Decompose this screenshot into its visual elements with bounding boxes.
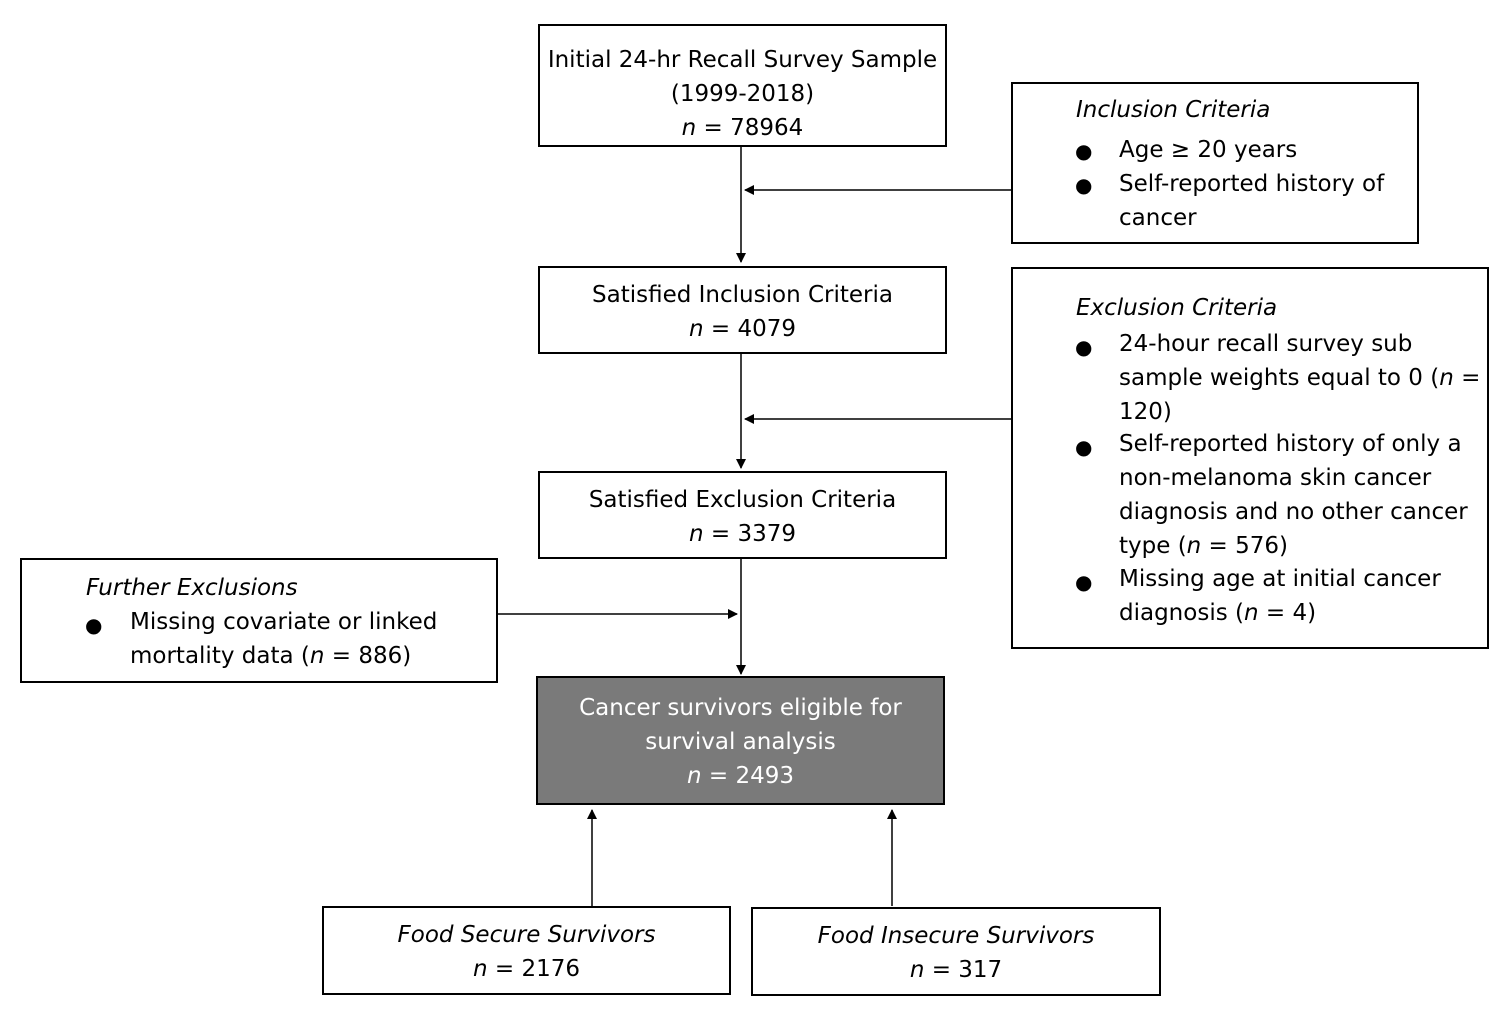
initial-sample-box: Initial 24-hr Recall Survey Sample (1999… [538, 24, 947, 147]
inclusion-criteria-title: Inclusion Criteria [1076, 97, 1271, 123]
food-insecure-title: Food Insecure Survivors [817, 923, 1095, 949]
inclusion-item-2-line-1: Self-reported history of [1119, 171, 1385, 197]
exclusion-item-2-line-3: diagnosis and no other cancer [1119, 499, 1468, 525]
exclusion-criteria-box: Exclusion Criteria ● 24-hour recall surv… [1011, 267, 1489, 649]
exclusion-item-2-line-1: Self-reported history of only a [1119, 431, 1462, 457]
exclusion-item-1-line-2: sample weights equal to 0 (n = [1119, 365, 1481, 391]
satisfied-exclusion-count: n = 3379 [688, 521, 796, 547]
food-insecure-count: n = 317 [909, 957, 1003, 983]
initial-sample-title: Initial 24-hr Recall Survey Sample [547, 47, 938, 73]
exclusion-item-1-line-3: 120) [1119, 399, 1172, 425]
exclusion-bullet-1: ● [1075, 335, 1093, 359]
satisfied-exclusion-box: Satisfied Exclusion Criteria n = 3379 [538, 471, 947, 559]
exclusion-bullet-2: ● [1075, 435, 1093, 459]
inclusion-bullet-1: ● [1075, 139, 1093, 163]
exclusion-item-3-line-1: Missing age at initial cancer [1119, 566, 1441, 592]
satisfied-inclusion-count: n = 4079 [688, 316, 796, 342]
initial-sample-years: (1999-2018) [670, 81, 815, 107]
eligible-survivors-count: n = 2493 [686, 763, 794, 789]
exclusion-item-2-line-2: non-melanoma skin cancer [1119, 465, 1432, 491]
eligible-survivors-line-2: survival analysis [645, 729, 836, 755]
exclusion-item-2-line-4: type (n = 576) [1119, 533, 1289, 559]
food-secure-count: n = 2176 [472, 956, 580, 982]
satisfied-exclusion-title: Satisfied Exclusion Criteria [588, 487, 897, 513]
further-exclusions-line-1: Missing covariate or linked [130, 609, 438, 635]
satisfied-inclusion-title: Satisfied Inclusion Criteria [592, 282, 893, 308]
eligible-survivors-box: Cancer survivors eligible for survival a… [536, 676, 945, 805]
food-secure-title: Food Secure Survivors [397, 922, 656, 948]
initial-sample-count: n = 78964 [681, 115, 804, 141]
exclusion-item-3-line-2: diagnosis (n = 4) [1119, 600, 1317, 626]
exclusion-criteria-title: Exclusion Criteria [1076, 295, 1278, 321]
further-exclusions-bullet: ● [85, 613, 103, 637]
food-secure-box: Food Secure Survivors n = 2176 [322, 906, 731, 995]
inclusion-criteria-box: Inclusion Criteria ● Age ≥ 20 years ● Se… [1011, 82, 1419, 244]
further-exclusions-line-2: mortality data (n = 886) [130, 643, 412, 669]
inclusion-item-2-line-2: cancer [1119, 205, 1197, 231]
inclusion-bullet-2: ● [1075, 173, 1093, 197]
exclusion-item-1-line-1: 24-hour recall survey sub [1119, 331, 1413, 357]
further-exclusions-title: Further Exclusions [86, 575, 298, 601]
satisfied-inclusion-box: Satisfied Inclusion Criteria n = 4079 [538, 266, 947, 354]
exclusion-bullet-3: ● [1075, 570, 1093, 594]
eligible-survivors-line-1: Cancer survivors eligible for [579, 695, 902, 721]
food-insecure-box: Food Insecure Survivors n = 317 [751, 907, 1161, 996]
further-exclusions-box: Further Exclusions ● Missing covariate o… [20, 558, 498, 683]
inclusion-item-1: Age ≥ 20 years [1119, 137, 1298, 163]
